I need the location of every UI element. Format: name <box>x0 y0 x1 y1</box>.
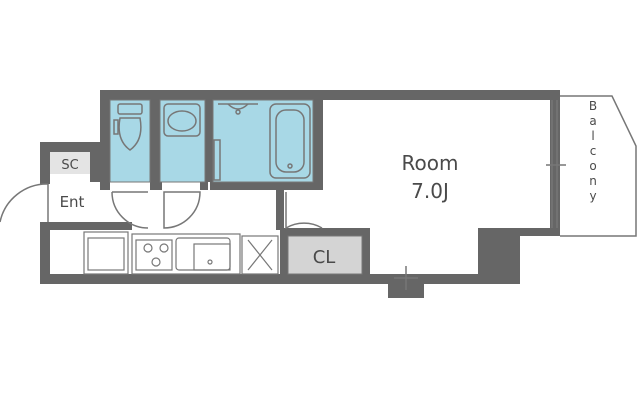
shoe-cabinet-label: SC <box>61 158 78 173</box>
vent-icon <box>394 266 418 290</box>
closet-area <box>287 235 363 275</box>
kitchen <box>83 231 279 275</box>
room-name-label: Room <box>402 151 459 175</box>
wash-basin-icon <box>163 103 201 137</box>
shower-icon <box>213 103 258 181</box>
toilet-icon <box>113 103 143 151</box>
washroom-area <box>159 99 206 183</box>
balcony <box>546 95 637 237</box>
entrance-label: Ent <box>60 193 85 211</box>
room-size-label: 7.0J <box>411 179 449 203</box>
bathroom-area <box>212 99 314 183</box>
bathtub-icon <box>269 103 311 179</box>
shoe-cabinet-area <box>50 152 90 174</box>
walls <box>40 90 560 298</box>
doors <box>0 183 323 230</box>
toilet-area <box>109 99 151 183</box>
wet-areas <box>109 99 314 183</box>
closet-label: CL <box>313 247 336 268</box>
